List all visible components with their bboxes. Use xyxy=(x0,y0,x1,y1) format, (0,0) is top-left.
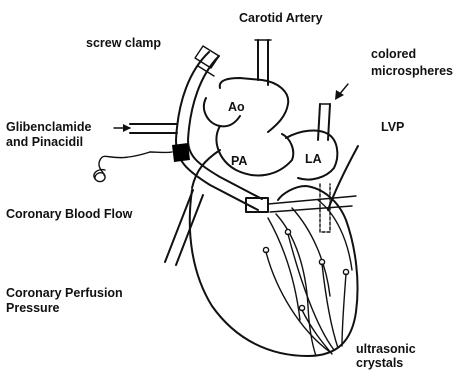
la-catheter-left xyxy=(318,104,320,140)
crystal-wire-4 xyxy=(342,274,346,346)
drug-arrow-head xyxy=(123,124,131,132)
label-crystals: crystals xyxy=(356,356,403,370)
label-microspheres: microspheres xyxy=(371,64,453,78)
label-carotid-artery: Carotid Artery xyxy=(239,11,323,25)
label-lvp: LVP xyxy=(381,120,404,134)
label-ao: Ao xyxy=(228,100,245,114)
label-colored: colored xyxy=(371,47,416,61)
label-screw-clamp: screw clamp xyxy=(86,36,161,50)
lvp-catheter xyxy=(320,146,358,232)
flow-probe-cable-coil xyxy=(94,170,105,182)
heart-outline xyxy=(190,78,358,356)
label-pa: PA xyxy=(231,154,247,168)
crystal-wire-5 xyxy=(302,310,332,354)
label-la: LA xyxy=(305,152,322,166)
label-ultrasonic: ultrasonic xyxy=(356,342,416,356)
lvp-catheter-line xyxy=(328,146,358,210)
flow-probe xyxy=(172,143,190,162)
label-pressure: Pressure xyxy=(6,301,60,315)
la-catheter xyxy=(318,104,330,140)
ultrasonic-crystals xyxy=(263,229,348,354)
pulmonary-artery xyxy=(217,126,294,175)
label-pinacidil: and Pinacidil xyxy=(6,135,83,149)
perfusion-cannula xyxy=(94,40,271,265)
flow-probe-cable xyxy=(99,152,150,175)
label-coronary-blood-flow: Coronary Blood Flow xyxy=(6,207,133,221)
pressure-line-left xyxy=(165,190,193,262)
coronary-branch-1 xyxy=(268,218,300,320)
label-coronary-perfusion: Coronary Perfusion xyxy=(6,286,123,300)
label-glibenclamide: Glibenclamide xyxy=(6,120,91,134)
